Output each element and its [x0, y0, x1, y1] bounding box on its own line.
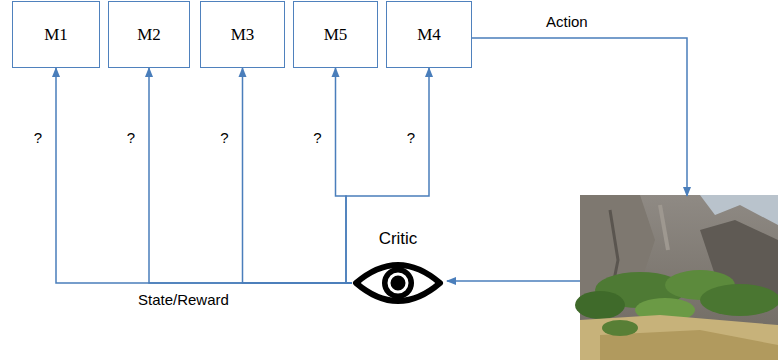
model-box: M3	[200, 1, 285, 68]
model-box: M1	[12, 1, 100, 68]
critic-label: Critic	[352, 229, 444, 249]
box-label: M5	[324, 25, 348, 45]
critic-eye: Critic	[352, 229, 444, 309]
state-reward-label: State/Reward	[138, 291, 229, 309]
eye-symbol	[352, 257, 444, 309]
state-reward-connector	[149, 68, 352, 283]
edge-label: ?	[407, 129, 415, 147]
state-reward-connector	[346, 68, 429, 283]
box-label: M3	[231, 25, 255, 45]
edge-label: ?	[220, 129, 228, 147]
box-label: M2	[137, 25, 161, 45]
edge-label: ?	[34, 129, 42, 147]
model-box: M4	[386, 1, 472, 68]
model-box: M5	[293, 1, 378, 68]
action-label: Action	[546, 13, 588, 31]
action-arrow	[472, 38, 687, 196]
box-label: M4	[417, 25, 441, 45]
observation-arrow	[447, 280, 580, 282]
model-box: M2	[108, 1, 190, 68]
state-reward-connector	[56, 68, 352, 283]
state-reward-connector	[243, 68, 353, 283]
edge-label: ?	[313, 129, 321, 147]
state-reward-connector	[336, 68, 353, 283]
landscape-photo	[575, 195, 778, 360]
edge-label: ?	[127, 129, 135, 147]
box-label: M1	[44, 25, 68, 45]
